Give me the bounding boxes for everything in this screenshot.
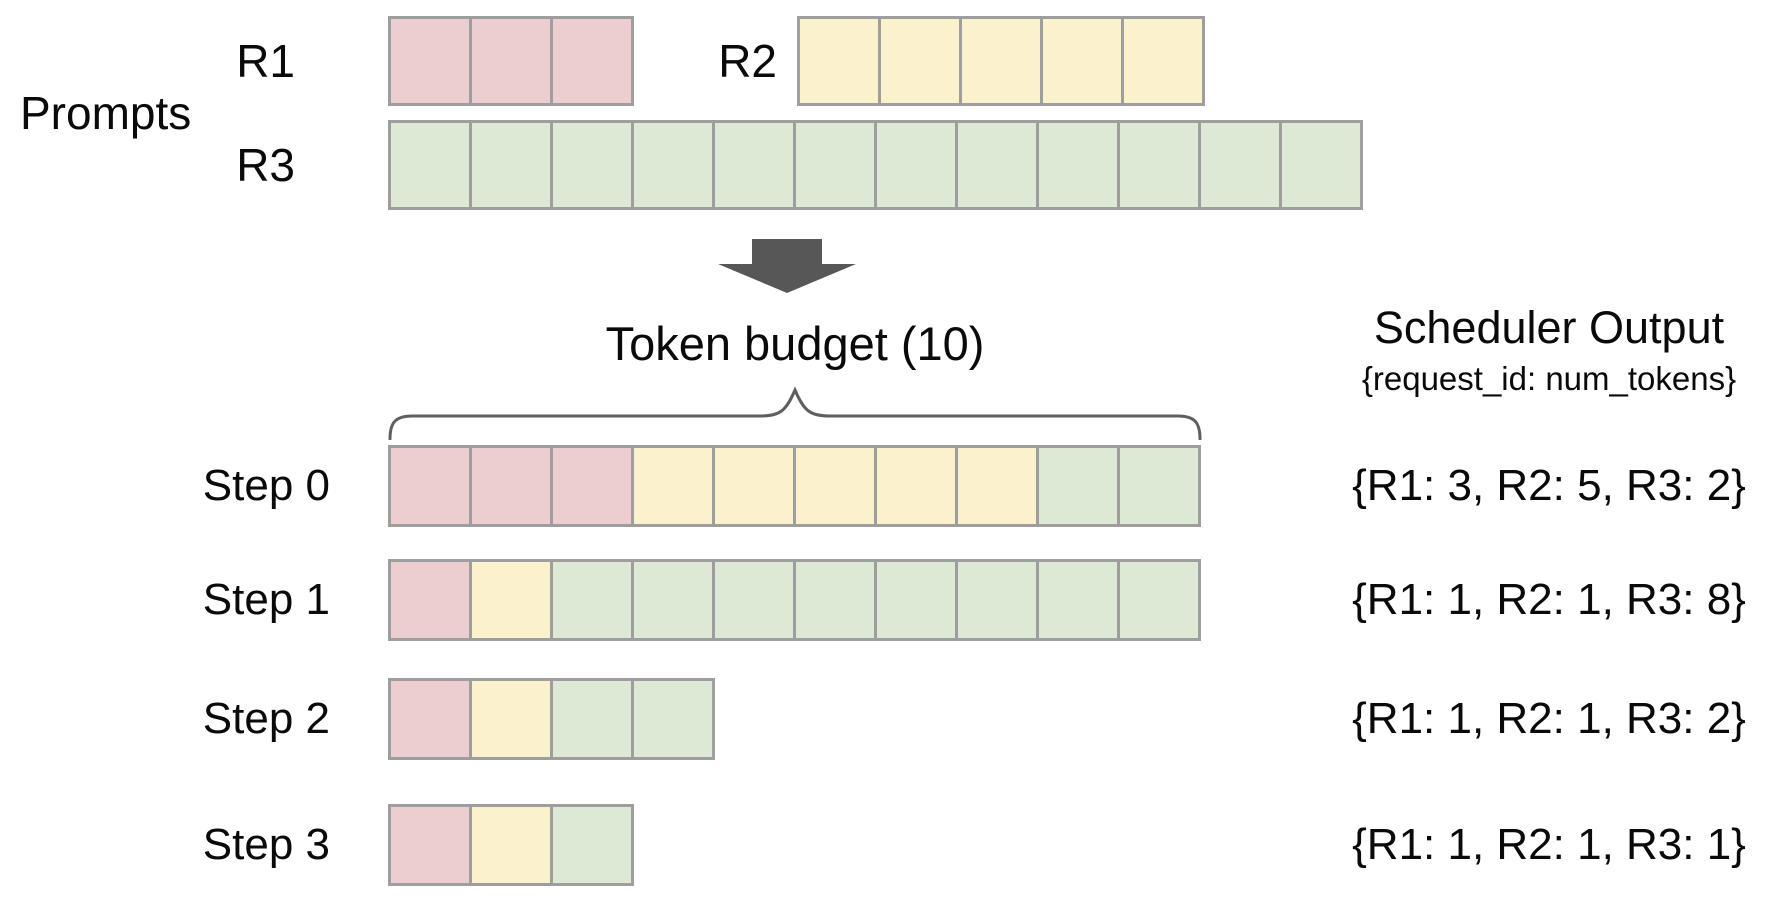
step-1-scheduler-output: {R1: 1, R2: 1, R3: 8} — [1352, 575, 1746, 624]
token-cell-r1 — [391, 562, 472, 638]
token-cell-r1 — [391, 448, 472, 524]
request-r2-label: R2 — [718, 34, 777, 87]
token-cell-r3 — [1039, 562, 1120, 638]
token-cell-r3 — [553, 681, 634, 757]
step-0-cells — [388, 445, 1201, 527]
token-cell-r2 — [962, 19, 1043, 103]
down-arrow-icon — [718, 239, 856, 298]
step-3-scheduler-output: {R1: 1, R2: 1, R3: 1} — [1352, 820, 1746, 869]
token-cell-r2 — [796, 448, 877, 524]
token-cell-r2 — [877, 448, 958, 524]
token-cell-r3 — [553, 562, 634, 638]
token-cell-r1 — [553, 448, 634, 524]
request-r3-label: R3 — [236, 138, 295, 191]
scheduler-output-title: Scheduler Output — [1373, 302, 1725, 353]
token-cell-r3 — [1282, 123, 1360, 207]
down-arrow-shape — [718, 239, 856, 293]
step-3-label: Step 3 — [202, 819, 330, 869]
token-cell-r3 — [634, 681, 712, 757]
token-budget-brace — [388, 386, 1202, 445]
token-cell-r3 — [553, 807, 631, 883]
token-cell-r3 — [553, 123, 634, 207]
token-cell-r2 — [958, 448, 1039, 524]
request-r1-prompt-cells — [388, 16, 634, 106]
token-cell-r3 — [715, 562, 796, 638]
token-cell-r3 — [1039, 448, 1120, 524]
token-cell-r2 — [800, 19, 881, 103]
token-cell-r3 — [958, 123, 1039, 207]
token-cell-r1 — [553, 19, 631, 103]
token-cell-r3 — [796, 562, 877, 638]
token-cell-r1 — [472, 19, 553, 103]
token-cell-r3 — [634, 123, 715, 207]
request-r1-label: R1 — [236, 34, 295, 87]
token-budget-label: Token budget (10) — [605, 317, 985, 370]
step-0-label: Step 0 — [202, 460, 330, 510]
token-cell-r1 — [391, 19, 472, 103]
token-cell-r2 — [634, 448, 715, 524]
scheduler-output-subtitle: {request_id: num_tokens} — [1361, 360, 1737, 397]
token-cell-r3 — [796, 123, 877, 207]
step-1-cells — [388, 559, 1201, 641]
token-cell-r3 — [958, 562, 1039, 638]
token-cell-r2 — [1124, 19, 1202, 103]
token-cell-r3 — [1039, 123, 1120, 207]
step-0-scheduler-output: {R1: 3, R2: 5, R3: 2} — [1352, 461, 1746, 510]
token-cell-r2 — [472, 562, 553, 638]
token-cell-r3 — [715, 123, 796, 207]
token-cell-r3 — [1120, 562, 1198, 638]
token-cell-r2 — [472, 807, 553, 883]
token-cell-r3 — [472, 123, 553, 207]
token-cell-r3 — [1120, 123, 1201, 207]
step-1-label: Step 1 — [202, 574, 330, 624]
token-cell-r3 — [391, 123, 472, 207]
request-r3-prompt-cells — [388, 120, 1363, 210]
step-2-scheduler-output: {R1: 1, R2: 1, R3: 2} — [1352, 694, 1746, 743]
token-cell-r3 — [877, 123, 958, 207]
token-cell-r2 — [472, 681, 553, 757]
step-2-label: Step 2 — [202, 693, 330, 743]
token-cell-r2 — [715, 448, 796, 524]
token-cell-r1 — [391, 807, 472, 883]
token-cell-r3 — [877, 562, 958, 638]
prompts-section-label: Prompts — [20, 86, 192, 139]
token-cell-r1 — [472, 448, 553, 524]
step-3-cells — [388, 804, 634, 886]
token-cell-r2 — [881, 19, 962, 103]
token-cell-r1 — [391, 681, 472, 757]
token-cell-r2 — [1043, 19, 1124, 103]
token-cell-r3 — [634, 562, 715, 638]
step-2-cells — [388, 678, 715, 760]
token-cell-r3 — [1120, 448, 1198, 524]
token-cell-r3 — [1201, 123, 1282, 207]
brace-path — [388, 386, 1202, 441]
request-r2-prompt-cells — [797, 16, 1205, 106]
